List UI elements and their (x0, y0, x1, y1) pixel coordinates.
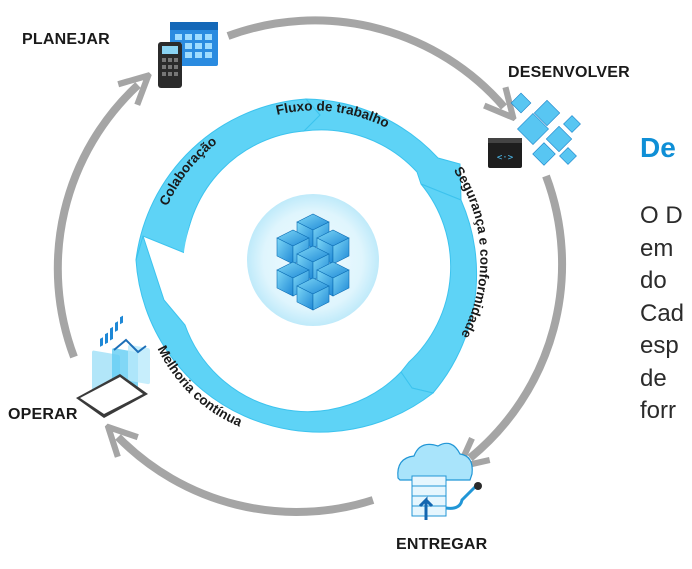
side-line: Cad (640, 299, 685, 327)
center-hub (247, 194, 379, 326)
side-line: em (640, 234, 674, 262)
ring-segment-melhoria (135, 234, 435, 433)
side-panel-title: De (640, 132, 676, 163)
entregar-icon (397, 442, 482, 520)
arrow-planejar-to-desenvolver (226, 16, 504, 107)
operar-icon (76, 315, 150, 418)
arrow-entregar-to-operar (118, 437, 375, 516)
arrow-operar-to-planejar (53, 85, 138, 359)
phase-label-entregar: ENTREGAR (396, 536, 488, 553)
side-line: O D (640, 202, 683, 229)
ring-segment-colaboracao (135, 98, 321, 261)
cube-cluster-icon (276, 213, 350, 311)
side-line: esp (640, 332, 679, 359)
side-panel-body: O D em do Cad esp de forr (640, 200, 692, 428)
side-line: do (640, 267, 667, 294)
phase-label-planejar: PLANEJAR (22, 31, 110, 48)
planejar-icon (158, 22, 218, 88)
phase-label-operar: OPERAR (8, 406, 78, 423)
code-symbol-icon: <·> (497, 153, 514, 163)
phase-label-desenvolver: DESENVOLVER (508, 64, 630, 81)
outer-cycle-arrows (53, 16, 567, 516)
ring-segment-fluxo (302, 98, 462, 201)
side-line: de (640, 364, 667, 392)
desenvolver-icon: <·> (488, 92, 581, 168)
ring-segment-seguranca (400, 183, 478, 394)
side-line: forr (640, 397, 676, 424)
arrow-desenvolver-to-entregar (470, 174, 567, 458)
